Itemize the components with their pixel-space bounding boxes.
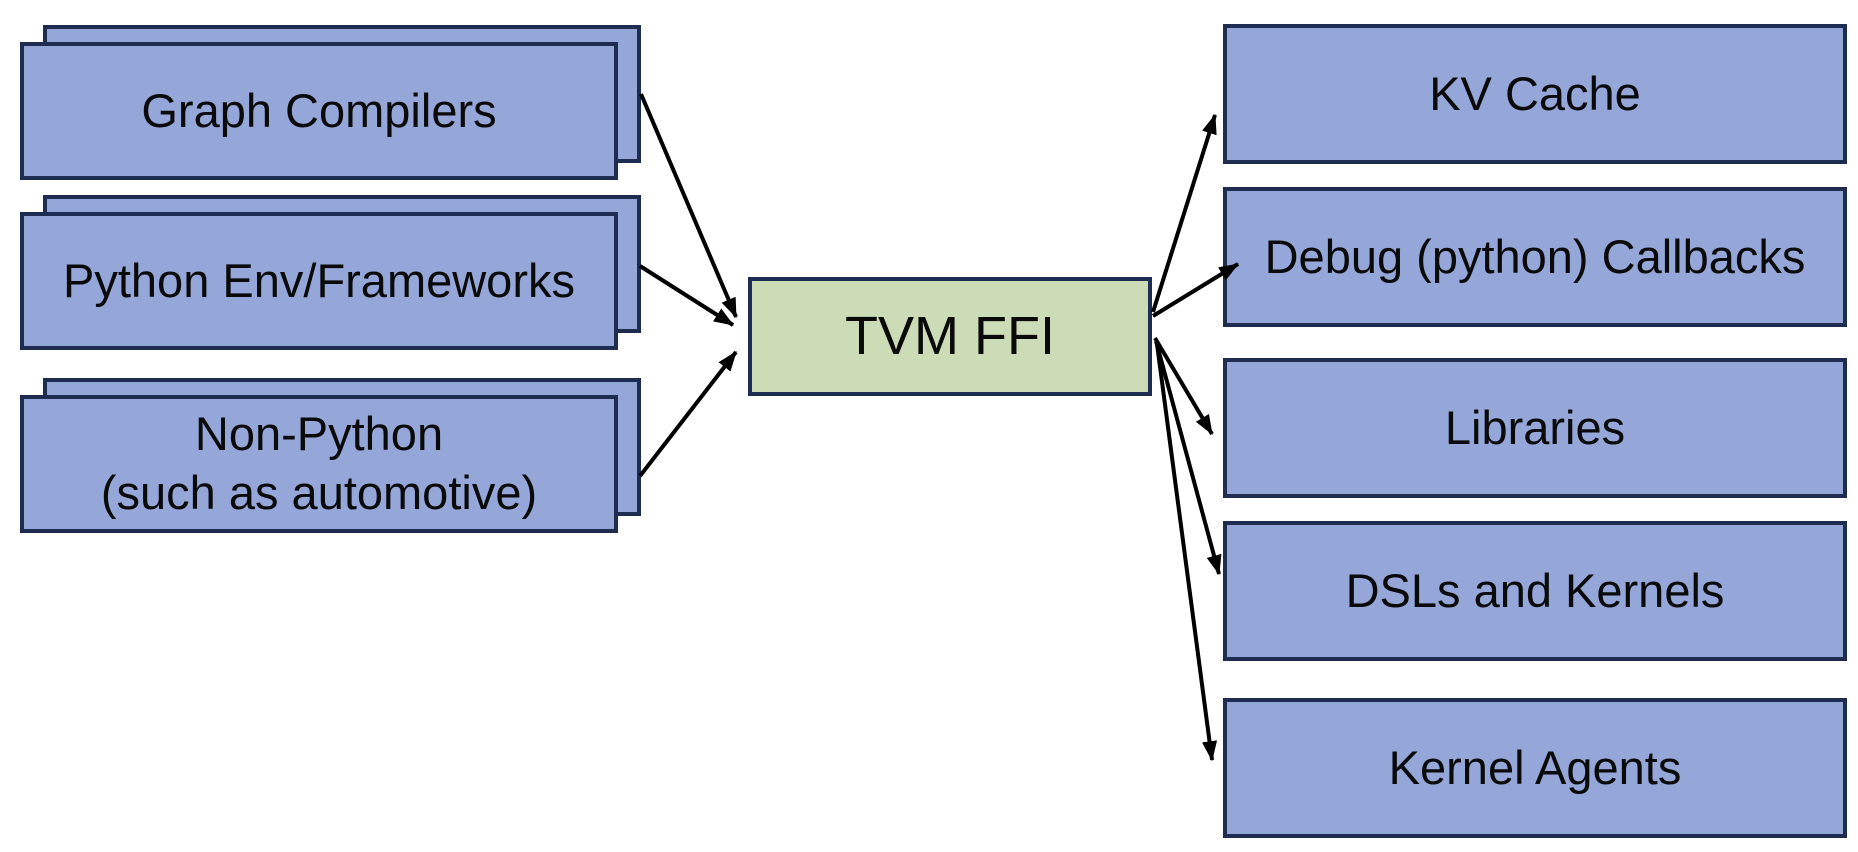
node-python-env-frameworks-label: Python Env/Frameworks <box>63 253 575 307</box>
node-non-python: Non-Python (such as automotive) <box>20 378 641 533</box>
node-tvm-ffi-label: TVM FFI <box>845 305 1055 366</box>
arrow-tvm-ffi-to-libraries <box>1153 336 1214 436</box>
node-dsls-and-kernels-label: DSLs and Kernels <box>1345 563 1725 617</box>
arrow-graph-compilers-to-tvm-ffi <box>639 93 738 319</box>
node-libraries: Libraries <box>1223 358 1847 498</box>
node-dsls-and-kernels: DSLs and Kernels <box>1223 521 1847 661</box>
node-kernel-agents-label: Kernel Agents <box>1388 740 1682 794</box>
node-python-env-frameworks: Python Env/Frameworks <box>20 195 641 350</box>
node-debug-python-callbacks-label: Debug (python) Callbacks <box>1264 229 1806 283</box>
arrow-tvm-ffi-to-kv-cache <box>1151 113 1217 313</box>
node-libraries-label: Libraries <box>1444 400 1626 454</box>
node-kv-cache: KV Cache <box>1223 24 1847 164</box>
arrow-python-env-frameworks-to-tvm-ffi <box>638 264 735 327</box>
node-debug-python-callbacks: Debug (python) Callbacks <box>1223 187 1847 327</box>
node-graph-compilers-box: Graph Compilers <box>20 42 618 180</box>
node-graph-compilers-label: Graph Compilers <box>141 83 497 137</box>
node-tvm-ffi: TVM FFI <box>748 277 1152 396</box>
node-non-python-box: Non-Python (such as automotive) <box>20 395 618 533</box>
arrow-tvm-ffi-to-dsls-and-kernels <box>1154 340 1222 576</box>
node-python-env-frameworks-box: Python Env/Frameworks <box>20 212 618 350</box>
node-graph-compilers: Graph Compilers <box>20 25 641 180</box>
arrow-non-python-to-tvm-ffi <box>638 350 738 478</box>
node-kernel-agents: Kernel Agents <box>1223 698 1847 838</box>
node-non-python-label: Non-Python (such as automotive) <box>100 407 538 519</box>
node-kv-cache-label: KV Cache <box>1429 66 1641 120</box>
arrow-tvm-ffi-to-kernel-agents <box>1155 343 1218 762</box>
